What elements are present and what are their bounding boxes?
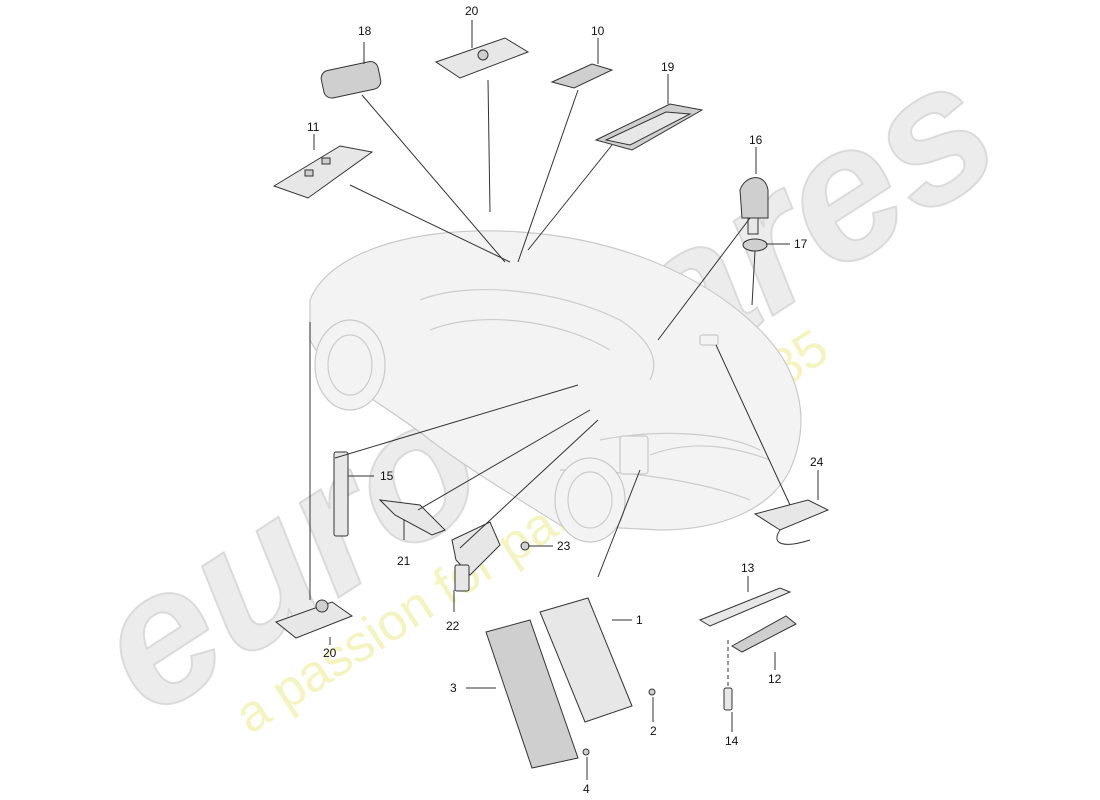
part-20-plate-lower — [274, 599, 354, 639]
callout-13: 13 — [741, 561, 755, 575]
part-13-bracket — [698, 587, 792, 627]
callout-24: 24 — [810, 455, 824, 469]
callout-1: 1 — [636, 613, 643, 627]
callout-10: 10 — [591, 24, 605, 38]
part-14-bolt — [723, 640, 733, 711]
part-16-antenna — [739, 177, 769, 235]
callout-labels: 18 20 10 19 11 16 17 15 21 23 22 24 13 1… — [307, 4, 824, 796]
callout-11: 11 — [307, 120, 320, 134]
part-19-module — [594, 103, 704, 151]
leader-lines — [309, 20, 819, 780]
callout-15: 15 — [380, 469, 394, 483]
callout-4: 4 — [583, 782, 590, 796]
part-23-mount — [451, 521, 530, 576]
callout-12: 12 — [768, 672, 782, 686]
part-11-bracket — [272, 145, 374, 199]
callout-20-bottom: 20 — [323, 646, 337, 660]
part-4-screw — [582, 748, 590, 756]
callout-3: 3 — [450, 681, 457, 695]
part-10-sensor — [550, 63, 614, 89]
part-24-module — [753, 499, 830, 545]
callout-17: 17 — [794, 237, 808, 251]
part-22-holder — [454, 564, 470, 592]
part-2-screw — [648, 688, 656, 696]
part-12-module — [731, 615, 797, 653]
part-1-control-unit — [539, 597, 633, 723]
callout-16: 16 — [749, 133, 763, 147]
callout-21: 21 — [397, 554, 411, 568]
callout-18: 18 — [358, 24, 372, 38]
callout-23: 23 — [557, 539, 571, 553]
part-17-grommet — [742, 238, 768, 306]
part-15-sensor — [333, 451, 349, 537]
part-21-bracket — [378, 499, 446, 536]
callout-20-top: 20 — [465, 4, 479, 18]
part-3-control-unit — [485, 619, 579, 769]
callout-22: 22 — [446, 619, 460, 633]
part-18-module — [320, 61, 382, 99]
callout-19: 19 — [661, 60, 675, 74]
vehicle-outline — [309, 230, 802, 543]
callout-14: 14 — [725, 734, 739, 748]
part-20-plate-upper — [434, 37, 530, 79]
callout-2: 2 — [650, 724, 657, 738]
